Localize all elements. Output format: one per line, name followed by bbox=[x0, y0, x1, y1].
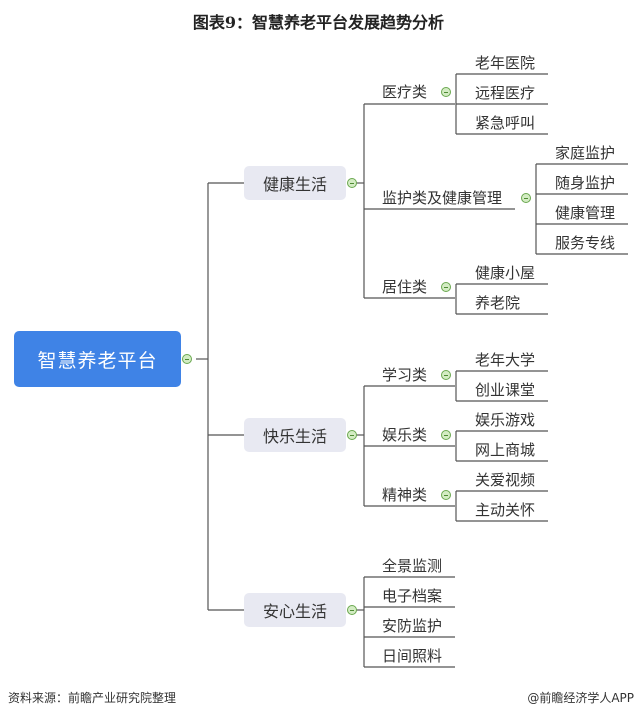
leaf-item[interactable]: 健康管理 bbox=[555, 204, 616, 222]
leaf-item[interactable]: 全景监测 bbox=[382, 557, 443, 575]
leaf-item[interactable]: 紧急呼叫 bbox=[475, 114, 536, 132]
leaf-item[interactable]: 关爱视频 bbox=[475, 471, 536, 489]
leaf-item[interactable]: 随身监护 bbox=[555, 174, 616, 192]
leaf-item[interactable]: 日间照料 bbox=[382, 647, 443, 665]
collapse-toggle-icon[interactable] bbox=[441, 490, 451, 500]
group-medical[interactable]: 医疗类 bbox=[382, 83, 428, 101]
root-node[interactable]: 智慧养老平台 bbox=[14, 331, 181, 387]
branch-health-life[interactable]: 健康生活 bbox=[244, 166, 346, 200]
leaf-item[interactable]: 安防监护 bbox=[382, 617, 443, 635]
leaf-item[interactable]: 老年大学 bbox=[475, 351, 536, 369]
collapse-toggle-icon[interactable] bbox=[441, 87, 451, 97]
collapse-toggle-icon[interactable] bbox=[347, 605, 357, 615]
leaf-item[interactable]: 主动关怀 bbox=[475, 501, 536, 519]
collapse-toggle-icon[interactable] bbox=[182, 354, 192, 364]
leaf-item[interactable]: 电子档案 bbox=[382, 587, 443, 605]
leaf-item[interactable]: 远程医疗 bbox=[475, 84, 536, 102]
source-note: 资料来源：前瞻产业研究院整理 bbox=[8, 691, 177, 705]
credit-note: @前瞻经济学人APP bbox=[527, 691, 634, 705]
leaf-item[interactable]: 创业课堂 bbox=[475, 381, 536, 399]
collapse-toggle-icon[interactable] bbox=[521, 193, 531, 203]
branch-safe-life[interactable]: 安心生活 bbox=[244, 593, 346, 627]
leaf-item[interactable]: 老年医院 bbox=[475, 54, 536, 72]
leaf-item[interactable]: 家庭监护 bbox=[555, 144, 616, 162]
leaf-item[interactable]: 网上商城 bbox=[475, 441, 536, 459]
group-monitoring[interactable]: 监护类及健康管理 bbox=[382, 189, 503, 207]
collapse-toggle-icon[interactable] bbox=[347, 178, 357, 188]
collapse-toggle-icon[interactable] bbox=[441, 282, 451, 292]
leaf-item[interactable]: 娱乐游戏 bbox=[475, 411, 536, 429]
collapse-toggle-icon[interactable] bbox=[441, 370, 451, 380]
leaf-item[interactable]: 养老院 bbox=[475, 294, 521, 312]
group-living[interactable]: 居住类 bbox=[382, 278, 428, 296]
group-spiritual[interactable]: 精神类 bbox=[382, 486, 428, 504]
branch-happy-life[interactable]: 快乐生活 bbox=[244, 418, 346, 452]
chart-title: 图表9：智慧养老平台发展趋势分析 bbox=[192, 13, 445, 32]
leaf-item[interactable]: 服务专线 bbox=[555, 234, 616, 252]
group-entertainment[interactable]: 娱乐类 bbox=[382, 426, 428, 444]
group-learning[interactable]: 学习类 bbox=[382, 366, 428, 384]
leaf-item[interactable]: 健康小屋 bbox=[475, 264, 536, 282]
collapse-toggle-icon[interactable] bbox=[347, 430, 357, 440]
collapse-toggle-icon[interactable] bbox=[441, 430, 451, 440]
